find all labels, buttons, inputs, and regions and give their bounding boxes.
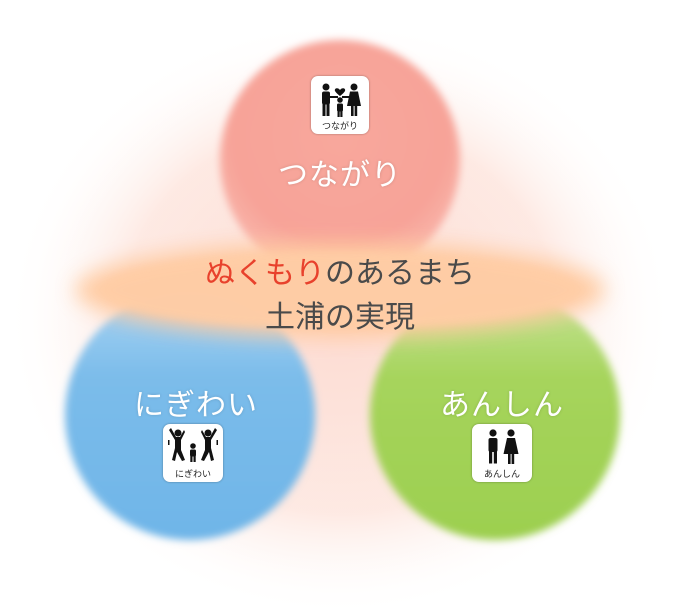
center-band-core [100,252,580,328]
couple-icon-caption: あんしん [483,470,520,480]
circle-left [65,290,315,540]
center-line-1: ぬくもりのあるまち [205,252,475,296]
family-icon-graphic [322,83,361,117]
jumping-people-icon-caption: にぎわい [174,470,211,480]
family-icon: つながり [311,76,369,134]
center-line-1-rest: のあるまち [325,256,475,291]
family-icon-caption: つながり [321,122,358,132]
label-tsunagari: つながり [278,158,402,193]
couple-icon: あんしん [472,424,532,482]
circle-top [220,40,460,280]
label-nigiwai: にぎわい [134,388,258,423]
couple-icon-graphic [488,429,519,464]
jumping-people-icon: にぎわい [163,424,223,482]
center-line-2: 土浦の実現 [265,300,415,335]
center-message: ぬくもりのあるまち 土浦の実現 [205,252,475,340]
circle-right [370,290,620,540]
jumping-people-icon-graphic [168,428,218,462]
center-accent-text: ぬくもり [205,256,325,291]
label-anshin: あんしん [440,388,564,423]
